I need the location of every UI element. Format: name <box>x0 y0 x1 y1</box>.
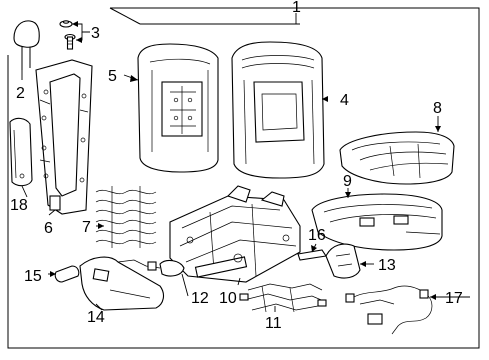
callout-2: 2 <box>16 85 25 102</box>
seat-adjuster-part <box>169 185 301 283</box>
callout-1: 1 <box>292 0 301 16</box>
callout-13: 13 <box>378 257 396 274</box>
bolster-part <box>325 243 361 279</box>
knob-part <box>54 265 80 283</box>
callout-16: 16 <box>308 227 326 244</box>
callout-17: 17 <box>445 290 463 307</box>
spring-mat-part <box>95 186 157 248</box>
callout-12: 12 <box>191 290 209 307</box>
cushion-pad-part <box>311 193 443 251</box>
side-shield-part <box>79 256 165 311</box>
seatback-pad-part <box>137 43 219 173</box>
callout-15: 15 <box>24 268 42 285</box>
callout-10: 10 <box>219 290 237 307</box>
assembly-outline <box>7 7 480 349</box>
seatback-cover-part <box>231 41 325 179</box>
callout-18: 18 <box>10 197 28 214</box>
seatback-frame-part <box>35 59 93 215</box>
harness-part <box>345 285 433 335</box>
leader-arrowheads <box>50 21 441 300</box>
callout-4: 4 <box>340 92 349 109</box>
callout-3: 3 <box>91 25 100 42</box>
callout-11: 11 <box>265 315 282 332</box>
callout-8: 8 <box>433 100 442 117</box>
callout-14: 14 <box>87 309 105 326</box>
cushion-cover-part <box>339 131 455 185</box>
headrest-part <box>13 20 40 70</box>
cushion-harness-part <box>239 283 327 313</box>
guide-fastener-part <box>59 20 76 50</box>
switch-part <box>117 259 185 277</box>
side-panel-part <box>9 117 33 187</box>
callout-5: 5 <box>108 68 117 85</box>
callout-9: 9 <box>343 173 352 190</box>
callout-7: 7 <box>82 219 91 236</box>
callout-6: 6 <box>44 220 53 237</box>
